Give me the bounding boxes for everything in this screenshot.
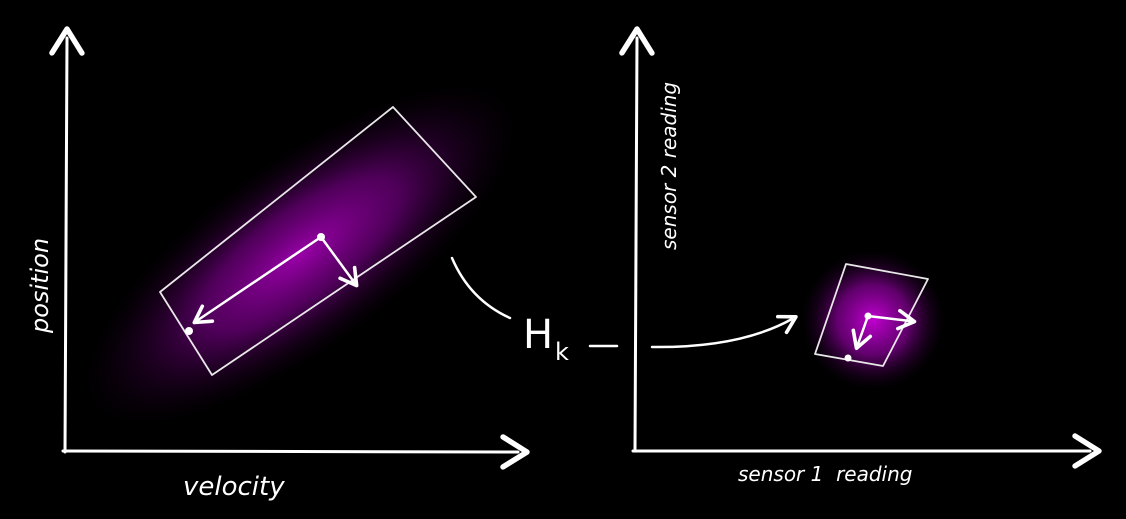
right-mean-point bbox=[864, 312, 872, 320]
left-plot: velocity position bbox=[26, 26, 530, 502]
right-vector-2 bbox=[851, 314, 873, 351]
left-distribution-glow bbox=[82, 83, 518, 427]
right-distribution-glow bbox=[801, 250, 945, 390]
transform-subscript: k bbox=[555, 338, 569, 366]
left-x-axis-label: velocity bbox=[183, 472, 285, 502]
right-sample-point bbox=[844, 354, 852, 362]
left-major-vector bbox=[192, 235, 323, 325]
left-covariance-box bbox=[159, 106, 477, 376]
right-y-axis bbox=[619, 26, 655, 452]
transform-mapping: H k bbox=[450, 256, 798, 366]
left-x-axis bbox=[61, 434, 530, 470]
left-sample-point bbox=[185, 327, 193, 335]
right-y-axis-label: sensor 2 reading bbox=[657, 82, 681, 250]
left-y-axis-label: position bbox=[26, 238, 54, 334]
right-covariance-box bbox=[814, 263, 929, 367]
transform-label: H bbox=[523, 312, 553, 358]
left-mean-point bbox=[317, 233, 325, 241]
right-vector-1 bbox=[866, 308, 917, 331]
left-y-axis bbox=[49, 26, 85, 454]
right-plot: sensor 1 reading sensor 2 reading bbox=[619, 26, 1102, 486]
transform-curve-in bbox=[450, 256, 512, 320]
left-minor-vector bbox=[319, 235, 359, 288]
transform-curve-out bbox=[650, 314, 798, 349]
right-x-axis-label: sensor 1 reading bbox=[738, 462, 912, 486]
